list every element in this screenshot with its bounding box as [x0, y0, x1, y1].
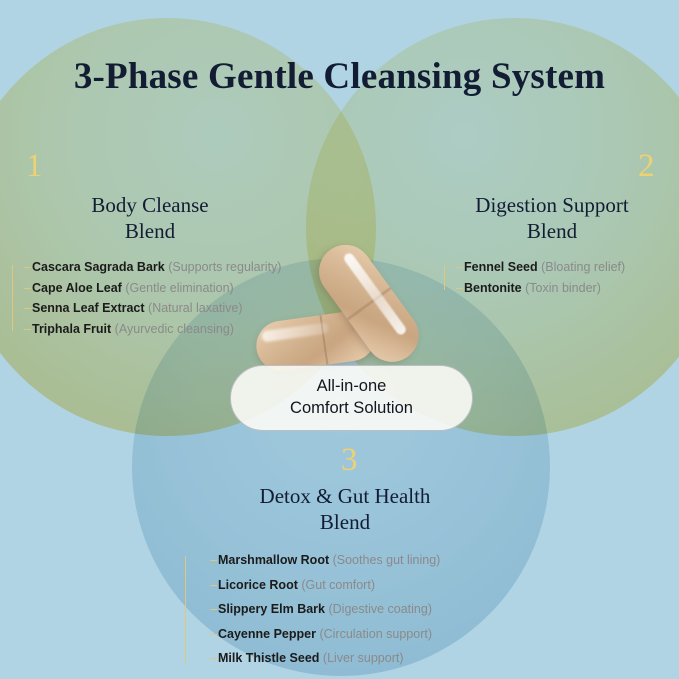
ingredient-item: Cayenne Pepper (Circulation support): [210, 622, 505, 647]
ingredient-item: Fennel Seed (Bloating relief): [456, 257, 674, 278]
ingredient-item: Licorice Root (Gut comfort): [210, 573, 505, 598]
ingredient-name: Senna Leaf Extract: [32, 301, 145, 316]
phase-number-3: 3: [341, 442, 358, 478]
ingredient-list-detox-gut-health: Marshmallow Root (Soothes gut lining) Li…: [185, 548, 505, 671]
ingredient-name: Licorice Root: [218, 577, 298, 592]
blend-block-detox-gut-health: Detox & Gut Health Blend Marshmallow Roo…: [185, 484, 505, 671]
ingredient-desc: (Liver support): [322, 651, 404, 666]
ingredient-desc: (Circulation support): [319, 626, 432, 641]
capsule-seam: [346, 286, 392, 321]
ingredient-desc: (Digestive coating): [328, 602, 432, 617]
ingredient-name: Fennel Seed: [464, 260, 538, 275]
ingredient-list-digestion-support: Fennel Seed (Bloating relief) Bentonite …: [444, 257, 674, 298]
ingredient-name: Bentonite: [464, 280, 522, 295]
ingredient-desc: (Toxin binder): [525, 280, 601, 295]
ingredient-list-body-cleanse: Cascara Sagrada Bark (Supports regularit…: [12, 257, 302, 339]
ingredient-item: Cascara Sagrada Bark (Supports regularit…: [24, 257, 302, 278]
ingredient-item: Senna Leaf Extract (Natural laxative): [24, 298, 302, 319]
ingredient-item: Marshmallow Root (Soothes gut lining): [210, 548, 505, 573]
ingredient-desc: (Gentle elimination): [125, 280, 234, 295]
blend-heading-digestion-support: Digestion Support Blend: [475, 193, 629, 243]
blend-block-digestion-support: Digestion Support Blend Fennel Seed (Blo…: [444, 193, 674, 298]
ingredient-name: Slippery Elm Bark: [218, 602, 325, 617]
ingredient-name: Cape Aloe Leaf: [32, 280, 122, 295]
page-title: 3-Phase Gentle Cleansing System: [73, 56, 606, 97]
ingredient-item: Cape Aloe Leaf (Gentle elimination): [24, 278, 302, 299]
ingredient-name: Cayenne Pepper: [218, 626, 316, 641]
phase-number-2: 2: [638, 148, 655, 184]
center-badge-label: All-in-one Comfort Solution: [290, 377, 413, 417]
ingredient-desc: (Soothes gut lining): [332, 553, 441, 568]
ingredient-name: Milk Thistle Seed: [218, 651, 320, 666]
ingredient-item: Triphala Fruit (Ayurvedic cleansing): [24, 319, 302, 340]
ingredient-name: Triphala Fruit: [32, 321, 112, 336]
blend-heading-detox-gut-health: Detox & Gut Health Blend: [259, 484, 431, 534]
ingredient-desc: (Gut comfort): [301, 577, 375, 592]
ingredient-desc: (Natural laxative): [148, 301, 243, 316]
blend-block-body-cleanse: Body Cleanse Blend Cascara Sagrada Bark …: [12, 193, 302, 339]
capsule-seam: [319, 314, 329, 365]
ingredient-name: Cascara Sagrada Bark: [32, 260, 165, 275]
blend-heading-body-cleanse: Body Cleanse Blend: [91, 193, 209, 243]
ingredient-item: Milk Thistle Seed (Liver support): [210, 646, 505, 671]
capsule-product-image: [252, 234, 430, 377]
ingredient-desc: (Supports regularity): [168, 260, 282, 275]
phase-number-1: 1: [26, 148, 43, 184]
ingredient-item: Slippery Elm Bark (Digestive coating): [210, 597, 505, 622]
ingredient-desc: (Bloating relief): [541, 260, 626, 275]
ingredient-desc: (Ayurvedic cleansing): [114, 321, 234, 336]
ingredient-name: Marshmallow Root: [218, 553, 330, 568]
ingredient-item: Bentonite (Toxin binder): [456, 278, 674, 299]
center-badge: All-in-one Comfort Solution: [230, 365, 473, 431]
